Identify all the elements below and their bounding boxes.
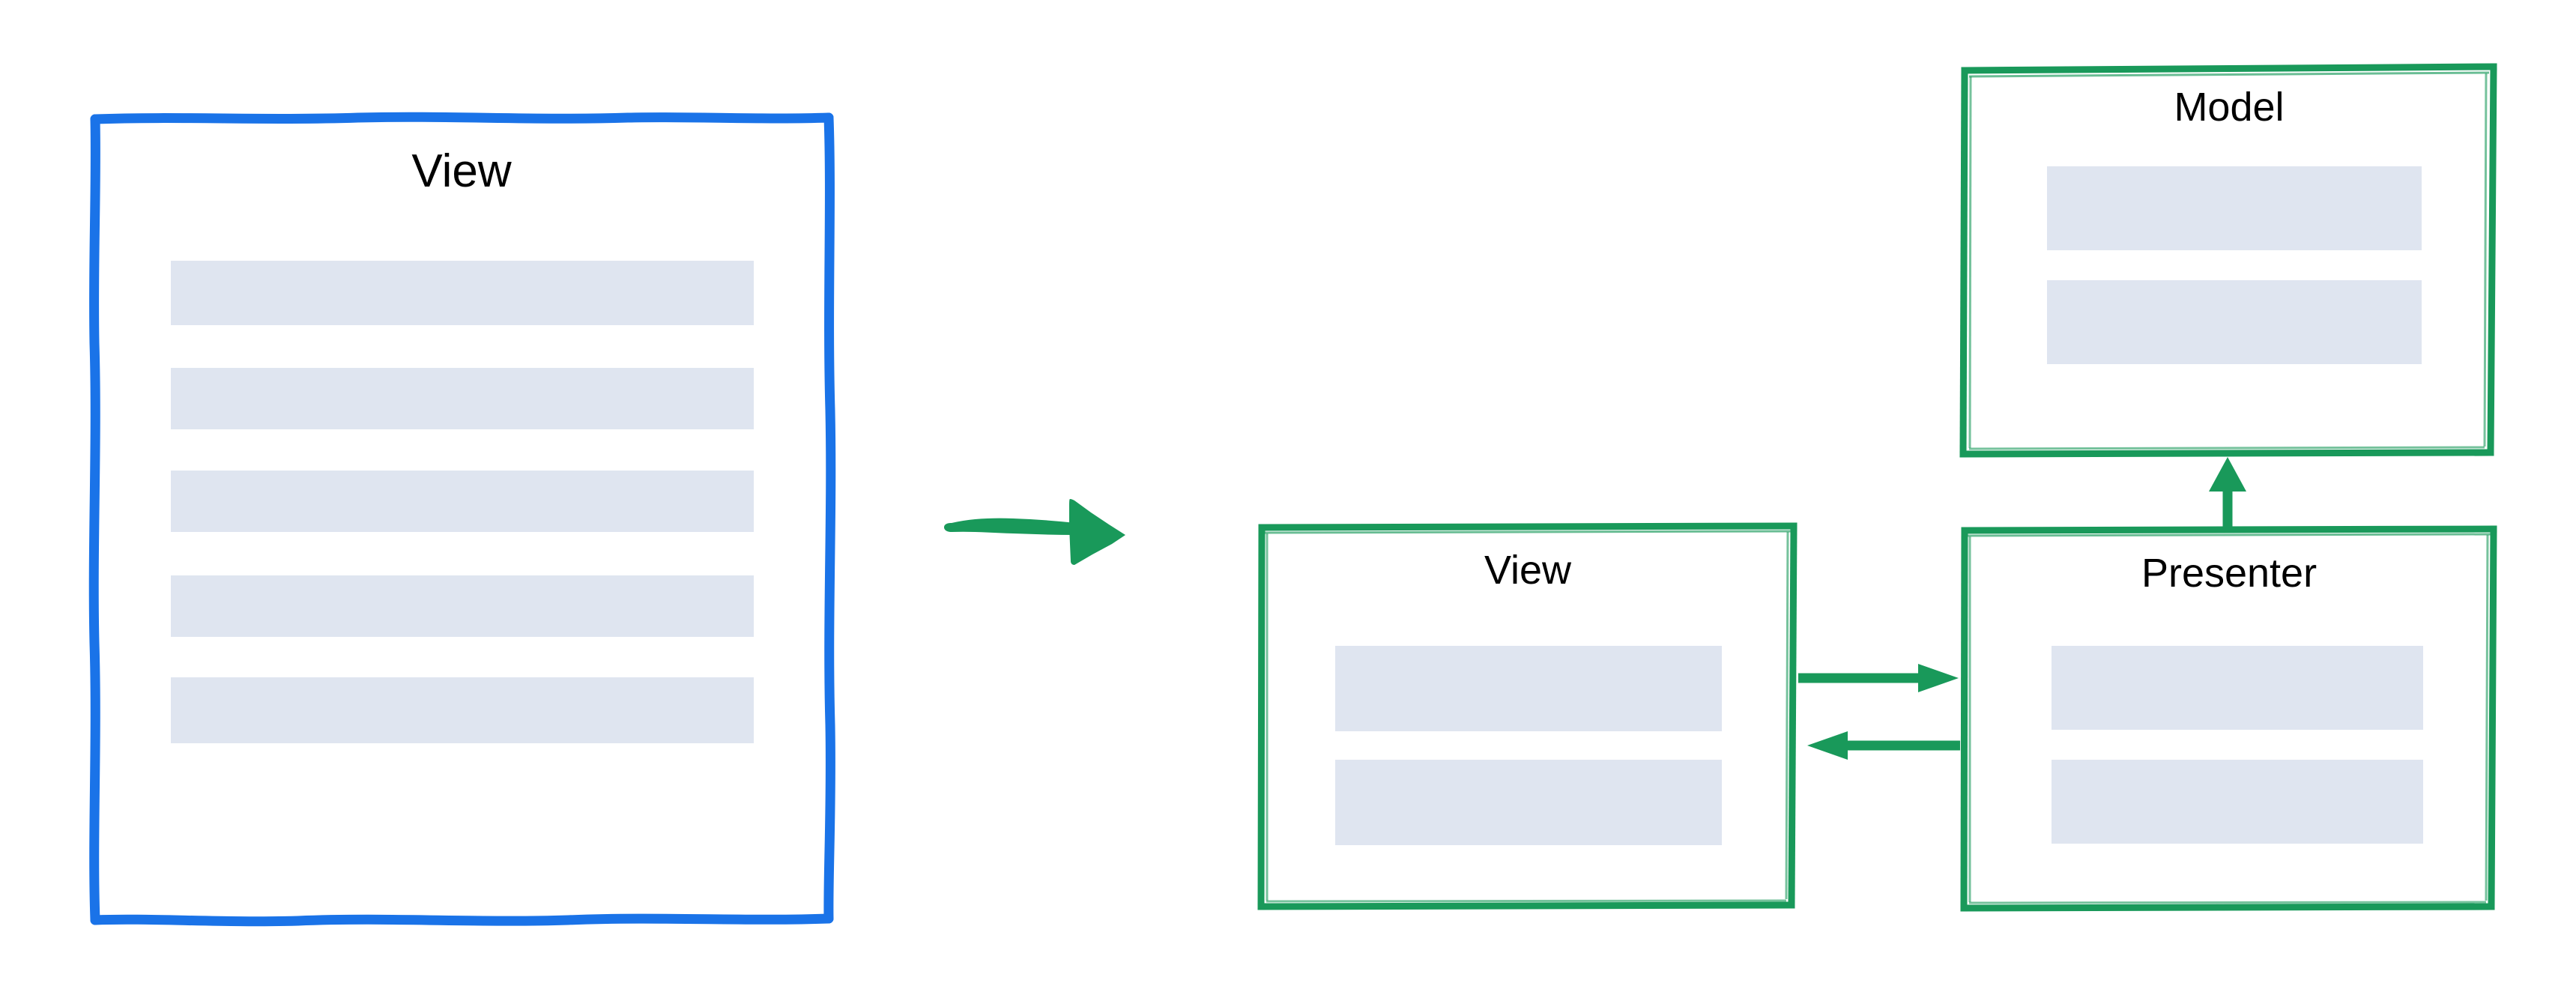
panel-title-view-after: View — [1484, 548, 1572, 593]
panel-title-view-before: View — [411, 145, 512, 197]
content-bar — [2047, 280, 2422, 364]
content-bar — [1335, 646, 1722, 731]
panel-title-presenter: Presenter — [2141, 551, 2318, 596]
content-bar — [171, 368, 754, 429]
content-bar — [2047, 166, 2422, 250]
panel-model[interactable]: Model — [1959, 63, 2498, 458]
panel-view-before[interactable]: View — [88, 111, 836, 927]
content-bar — [171, 471, 754, 532]
content-bar — [171, 575, 754, 637]
arrow-up-icon — [2209, 457, 2246, 529]
content-bar — [1335, 760, 1722, 845]
panel-presenter[interactable]: Presenter — [1960, 525, 2498, 912]
panel-view-after[interactable]: View — [1257, 522, 1798, 910]
content-bar — [2052, 760, 2423, 844]
transform-arrow-icon — [944, 499, 1125, 565]
panel-title-model: Model — [2174, 85, 2285, 130]
content-bar — [2052, 646, 2423, 730]
content-bar — [171, 261, 754, 325]
arrow-right-icon — [1798, 664, 1959, 692]
content-bar — [171, 677, 754, 743]
arrow-left-icon — [1807, 731, 1968, 760]
